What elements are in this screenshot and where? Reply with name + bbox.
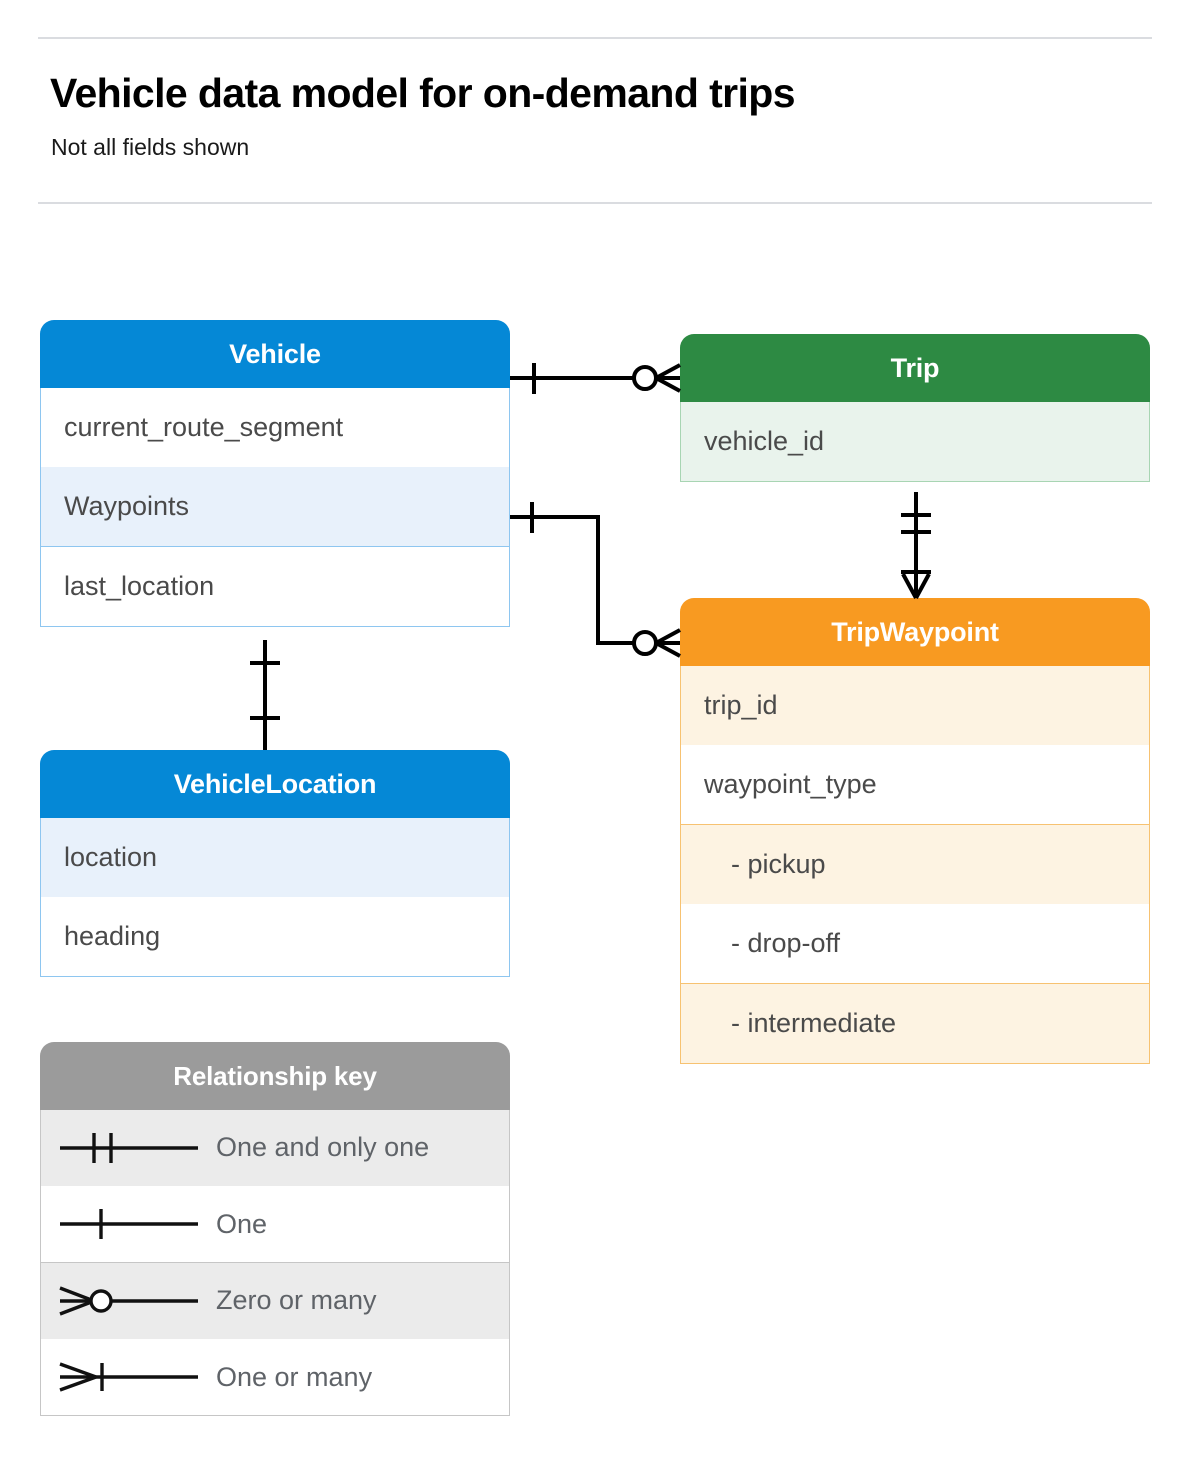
field-trip-id: trip_id [680, 665, 1150, 746]
legend-label-one-and-only-one: One and only one [216, 1132, 430, 1162]
legend-row-one: One [40, 1186, 510, 1263]
relationship-key-legend: Relationship key One and only one One [40, 1042, 510, 1416]
field-location: location [40, 817, 510, 898]
legend-label-one: One [216, 1208, 268, 1239]
one-and-only-one-icon [41, 1128, 216, 1168]
legend-label-zero-or-many: Zero or many [216, 1285, 377, 1315]
entity-vehicle-location-title: VehicleLocation [40, 750, 510, 818]
legend-label-one-or-many: One or many [216, 1361, 373, 1392]
field-last-location: last_location [40, 546, 510, 627]
entity-vehicle-title: Vehicle [40, 320, 510, 388]
page-subtitle: Not all fields shown [51, 134, 250, 160]
field-waypoint-type-intermediate: - intermediate [680, 983, 1150, 1064]
entity-trip-title: Trip [680, 334, 1150, 402]
header-divider-top [38, 37, 1152, 39]
entity-tripwaypoint[interactable]: TripWaypoint trip_id waypoint_type - pic… [680, 598, 1150, 1064]
legend-row-one-or-many: One or many [40, 1339, 510, 1416]
field-current-route-segment: current_route_segment [40, 387, 510, 468]
field-waypoint-type-pickup: - pickup [680, 824, 1150, 905]
legend-row-zero-or-many: Zero or many [40, 1262, 510, 1340]
relationship-key-title: Relationship key [40, 1042, 510, 1110]
entity-trip[interactable]: Trip vehicle_id [680, 334, 1150, 482]
zero-or-many-icon [41, 1281, 216, 1321]
field-heading: heading [40, 897, 510, 977]
one-icon [41, 1204, 216, 1244]
connector-vehicle-vehiclelocation [250, 640, 280, 750]
entity-tripwaypoint-title: TripWaypoint [680, 598, 1150, 666]
field-waypoint-type: waypoint_type [680, 745, 1150, 825]
entity-vehicle[interactable]: Vehicle current_route_segment Waypoints … [40, 320, 510, 627]
field-waypoints: Waypoints [40, 467, 510, 547]
connector-waypoints-tripwaypoint [510, 502, 681, 658]
entity-vehicle-location[interactable]: VehicleLocation location heading [40, 750, 510, 977]
connector-vehicle-trip [510, 363, 681, 394]
field-vehicle-id: vehicle_id [680, 401, 1150, 482]
one-or-many-icon [41, 1357, 216, 1397]
page-title: Vehicle data model for on-demand trips [50, 70, 796, 116]
header-divider-bottom [38, 202, 1152, 204]
field-waypoint-type-dropoff: - drop-off [680, 904, 1150, 984]
connector-trip-tripwaypoint [901, 492, 931, 599]
legend-row-one-and-only-one: One and only one [40, 1109, 510, 1187]
